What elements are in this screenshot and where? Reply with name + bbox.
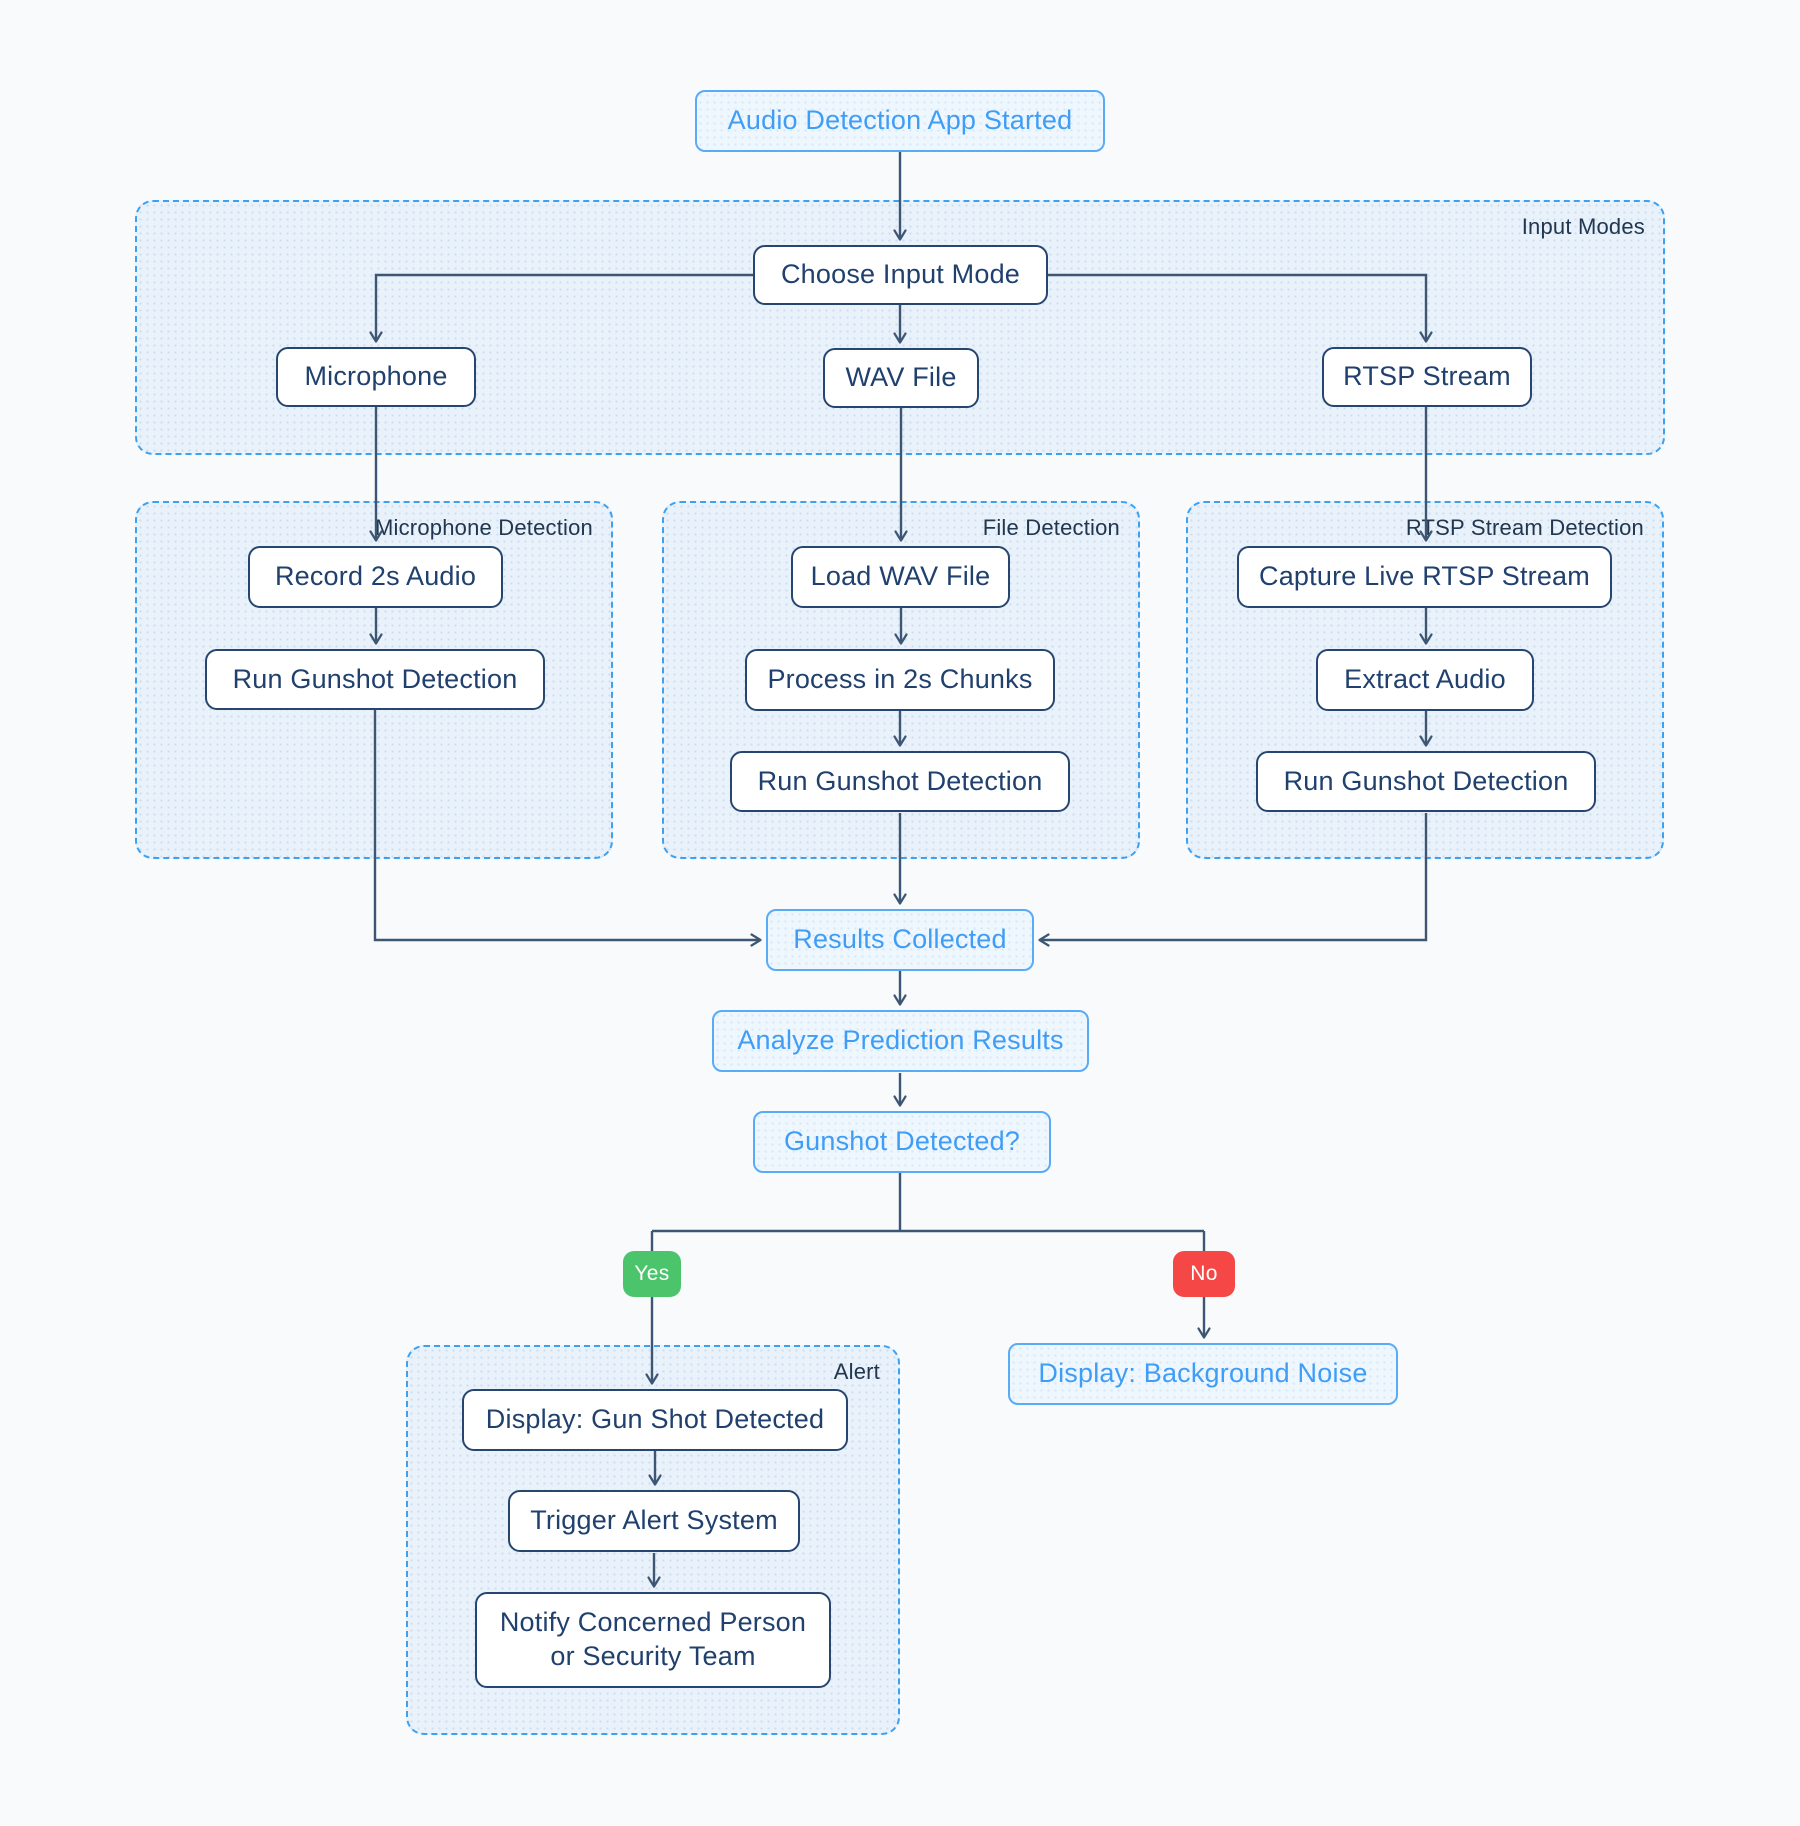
node-rtsp-stream: RTSP Stream [1322,347,1532,407]
group-label-alert: Alert [833,1359,880,1384]
node-gunshot-detected-question: Gunshot Detected? [753,1111,1051,1173]
node-results-collected: Results Collected [766,909,1034,971]
node-process-chunks: Process in 2s Chunks [745,649,1055,711]
node-wav-file: WAV File [823,348,979,408]
node-microphone: Microphone [276,347,476,407]
group-label-input-modes: Input Modes [1521,214,1645,239]
badge-no: No [1173,1251,1235,1297]
group-label-file-detection: File Detection [982,515,1120,540]
node-start: Audio Detection App Started [695,90,1105,152]
group-label-microphone-detection: Microphone Detection [374,515,593,540]
badge-yes: Yes [623,1251,681,1297]
node-record-audio: Record 2s Audio [248,546,503,608]
group-label-rtsp-detection: RTSP Stream Detection [1405,515,1644,540]
node-notify-security: Notify Concerned Person or Security Team [475,1592,831,1688]
group-input-modes: Input Modes [135,200,1665,455]
node-display-background-noise: Display: Background Noise [1008,1343,1398,1405]
node-capture-rtsp: Capture Live RTSP Stream [1237,546,1612,608]
node-run-gunshot-detection-mic: Run Gunshot Detection [205,649,545,710]
node-display-gunshot: Display: Gun Shot Detected [462,1389,848,1451]
node-load-wav-file: Load WAV File [791,546,1010,608]
node-extract-audio: Extract Audio [1316,649,1534,711]
node-trigger-alert: Trigger Alert System [508,1490,800,1552]
node-choose-input-mode: Choose Input Mode [753,245,1048,305]
node-run-gunshot-detection-file: Run Gunshot Detection [730,751,1070,812]
node-analyze-results: Analyze Prediction Results [712,1010,1089,1072]
node-run-gunshot-detection-rtsp: Run Gunshot Detection [1256,751,1596,812]
